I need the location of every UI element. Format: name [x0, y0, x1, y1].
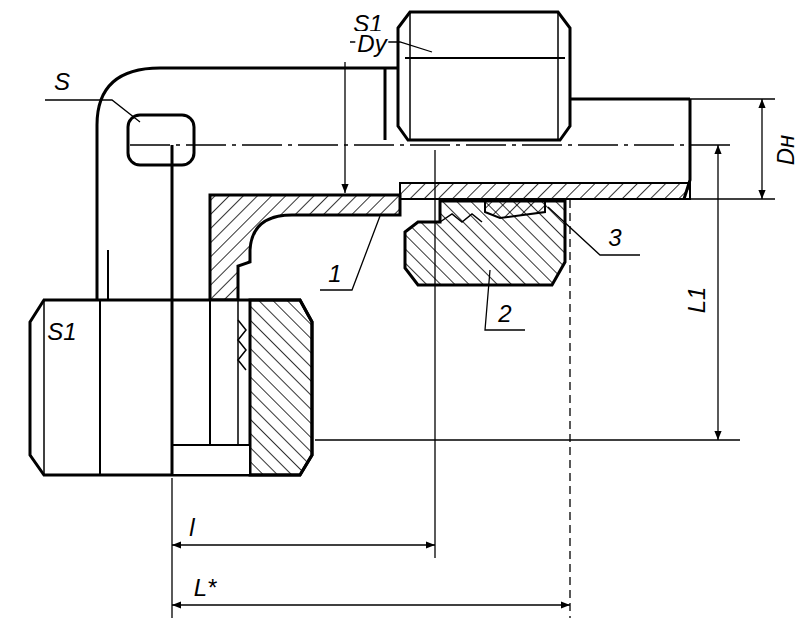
center-line — [130, 144, 730, 145]
leader-line — [45, 100, 140, 122]
body-outline — [97, 68, 398, 300]
hex-face-edge — [99, 300, 101, 475]
thread-line — [237, 300, 239, 445]
bore-line — [171, 145, 174, 475]
extension-line — [171, 478, 172, 618]
pipe-wall-section — [400, 183, 690, 199]
cutting-ring-section — [485, 200, 545, 218]
leader-line — [320, 216, 380, 290]
leader-line — [548, 207, 640, 255]
bore-end — [172, 445, 250, 475]
dimension-label: L* — [192, 575, 219, 601]
hex-face-edge — [405, 57, 565, 59]
extension-line — [434, 150, 435, 558]
hex-nut — [398, 12, 570, 140]
dimension-line — [172, 544, 435, 545]
dimension-label: L1 — [684, 285, 710, 316]
hex-face-edge — [557, 12, 559, 140]
wrench-size-label: S1 — [45, 319, 78, 345]
pipe-outline — [570, 98, 690, 101]
callout-number: 3 — [606, 225, 623, 251]
dimension-label: Dу — [355, 31, 388, 57]
dimension-label: l — [187, 515, 196, 541]
dimension-label: Dн — [773, 133, 799, 168]
body-step — [107, 250, 109, 300]
extension-line — [569, 200, 570, 618]
leader-line — [485, 270, 525, 330]
dimension-line — [172, 604, 570, 605]
body-section — [210, 195, 400, 300]
thread — [238, 320, 246, 370]
callout-number: 2 — [496, 301, 513, 327]
dimension-line — [717, 145, 718, 440]
pipe-end — [684, 99, 690, 199]
wrench-size-label: S — [52, 69, 72, 95]
union-nut-section — [405, 201, 565, 285]
body-neck — [384, 68, 387, 140]
nut-section — [250, 300, 312, 475]
extension-line — [315, 439, 740, 440]
dimension-line — [761, 99, 762, 199]
thread — [440, 214, 482, 222]
bore-line — [209, 195, 211, 445]
hex-face-edge — [409, 12, 411, 140]
dimension-arrow — [344, 62, 345, 193]
wrench-flats — [128, 115, 194, 165]
callout-number: 1 — [326, 261, 343, 287]
